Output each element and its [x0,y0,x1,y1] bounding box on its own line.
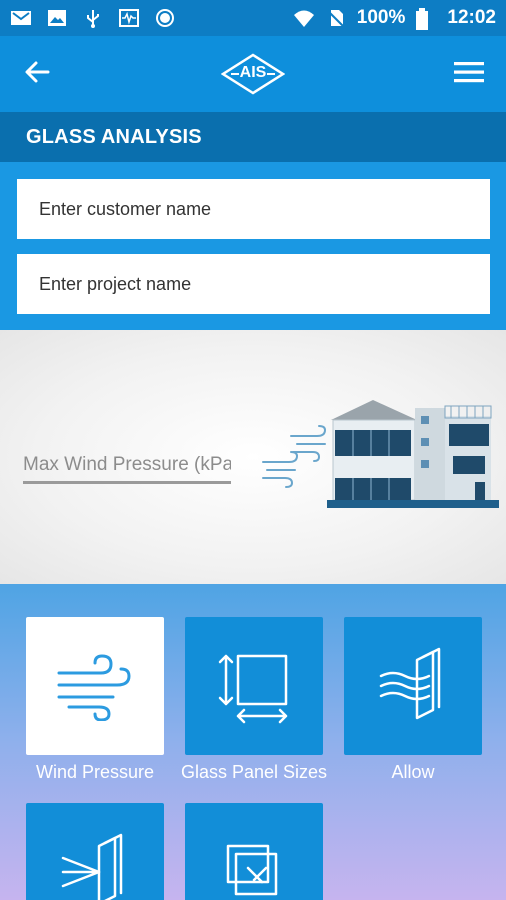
menu-button[interactable] [452,57,486,91]
app-bar: AIS [0,36,506,112]
panel-size-icon [218,654,288,724]
gmail-icon [10,8,32,28]
building-wind-illustration [262,400,499,508]
project-form [0,162,506,330]
wifi-icon [293,8,315,28]
glass-impact-tile[interactable] [26,803,164,900]
battery-percent: 100% [356,7,406,28]
image-icon [46,8,68,28]
wind-icon [57,654,131,721]
glass-break-icon [226,844,278,896]
wind-pressure-label: Wind Pressure [35,762,155,782]
ais-logo: AIS [220,53,286,95]
glass-panel-sizes-label: Glass Panel Sizes [180,762,328,782]
wind-pressure-panel [0,330,506,584]
usb-icon [82,8,104,28]
waveform-icon [118,8,140,28]
allow-label: Allow [391,762,435,782]
glass-impact-icon [61,833,123,900]
allow-tile[interactable] [344,617,482,755]
clock: 12:02 [447,7,496,28]
section-title: GLASS ANALYSIS [26,125,202,148]
wind-pressure-tile[interactable] [26,617,164,755]
section-title-bar: GLASS ANALYSIS [0,112,506,162]
record-icon [154,8,176,28]
customer-name-input[interactable] [17,179,490,239]
battery-icon [415,8,437,30]
status-bar: 100% 12:02 [0,0,506,36]
max-wind-pressure-input[interactable] [23,448,231,484]
glass-break-tile[interactable] [185,803,323,900]
project-name-input[interactable] [17,254,490,314]
hamburger-icon [453,59,485,90]
arrow-left-icon [24,59,50,90]
no-sim-icon [325,8,347,28]
glass-panel-sizes-tile[interactable] [185,617,323,755]
back-button[interactable] [20,57,54,91]
logo-text: AIS [239,64,267,81]
glass-wind-icon [379,647,441,720]
analysis-menu: Wind Pressure Glass Panel Sizes Allow [0,584,506,900]
